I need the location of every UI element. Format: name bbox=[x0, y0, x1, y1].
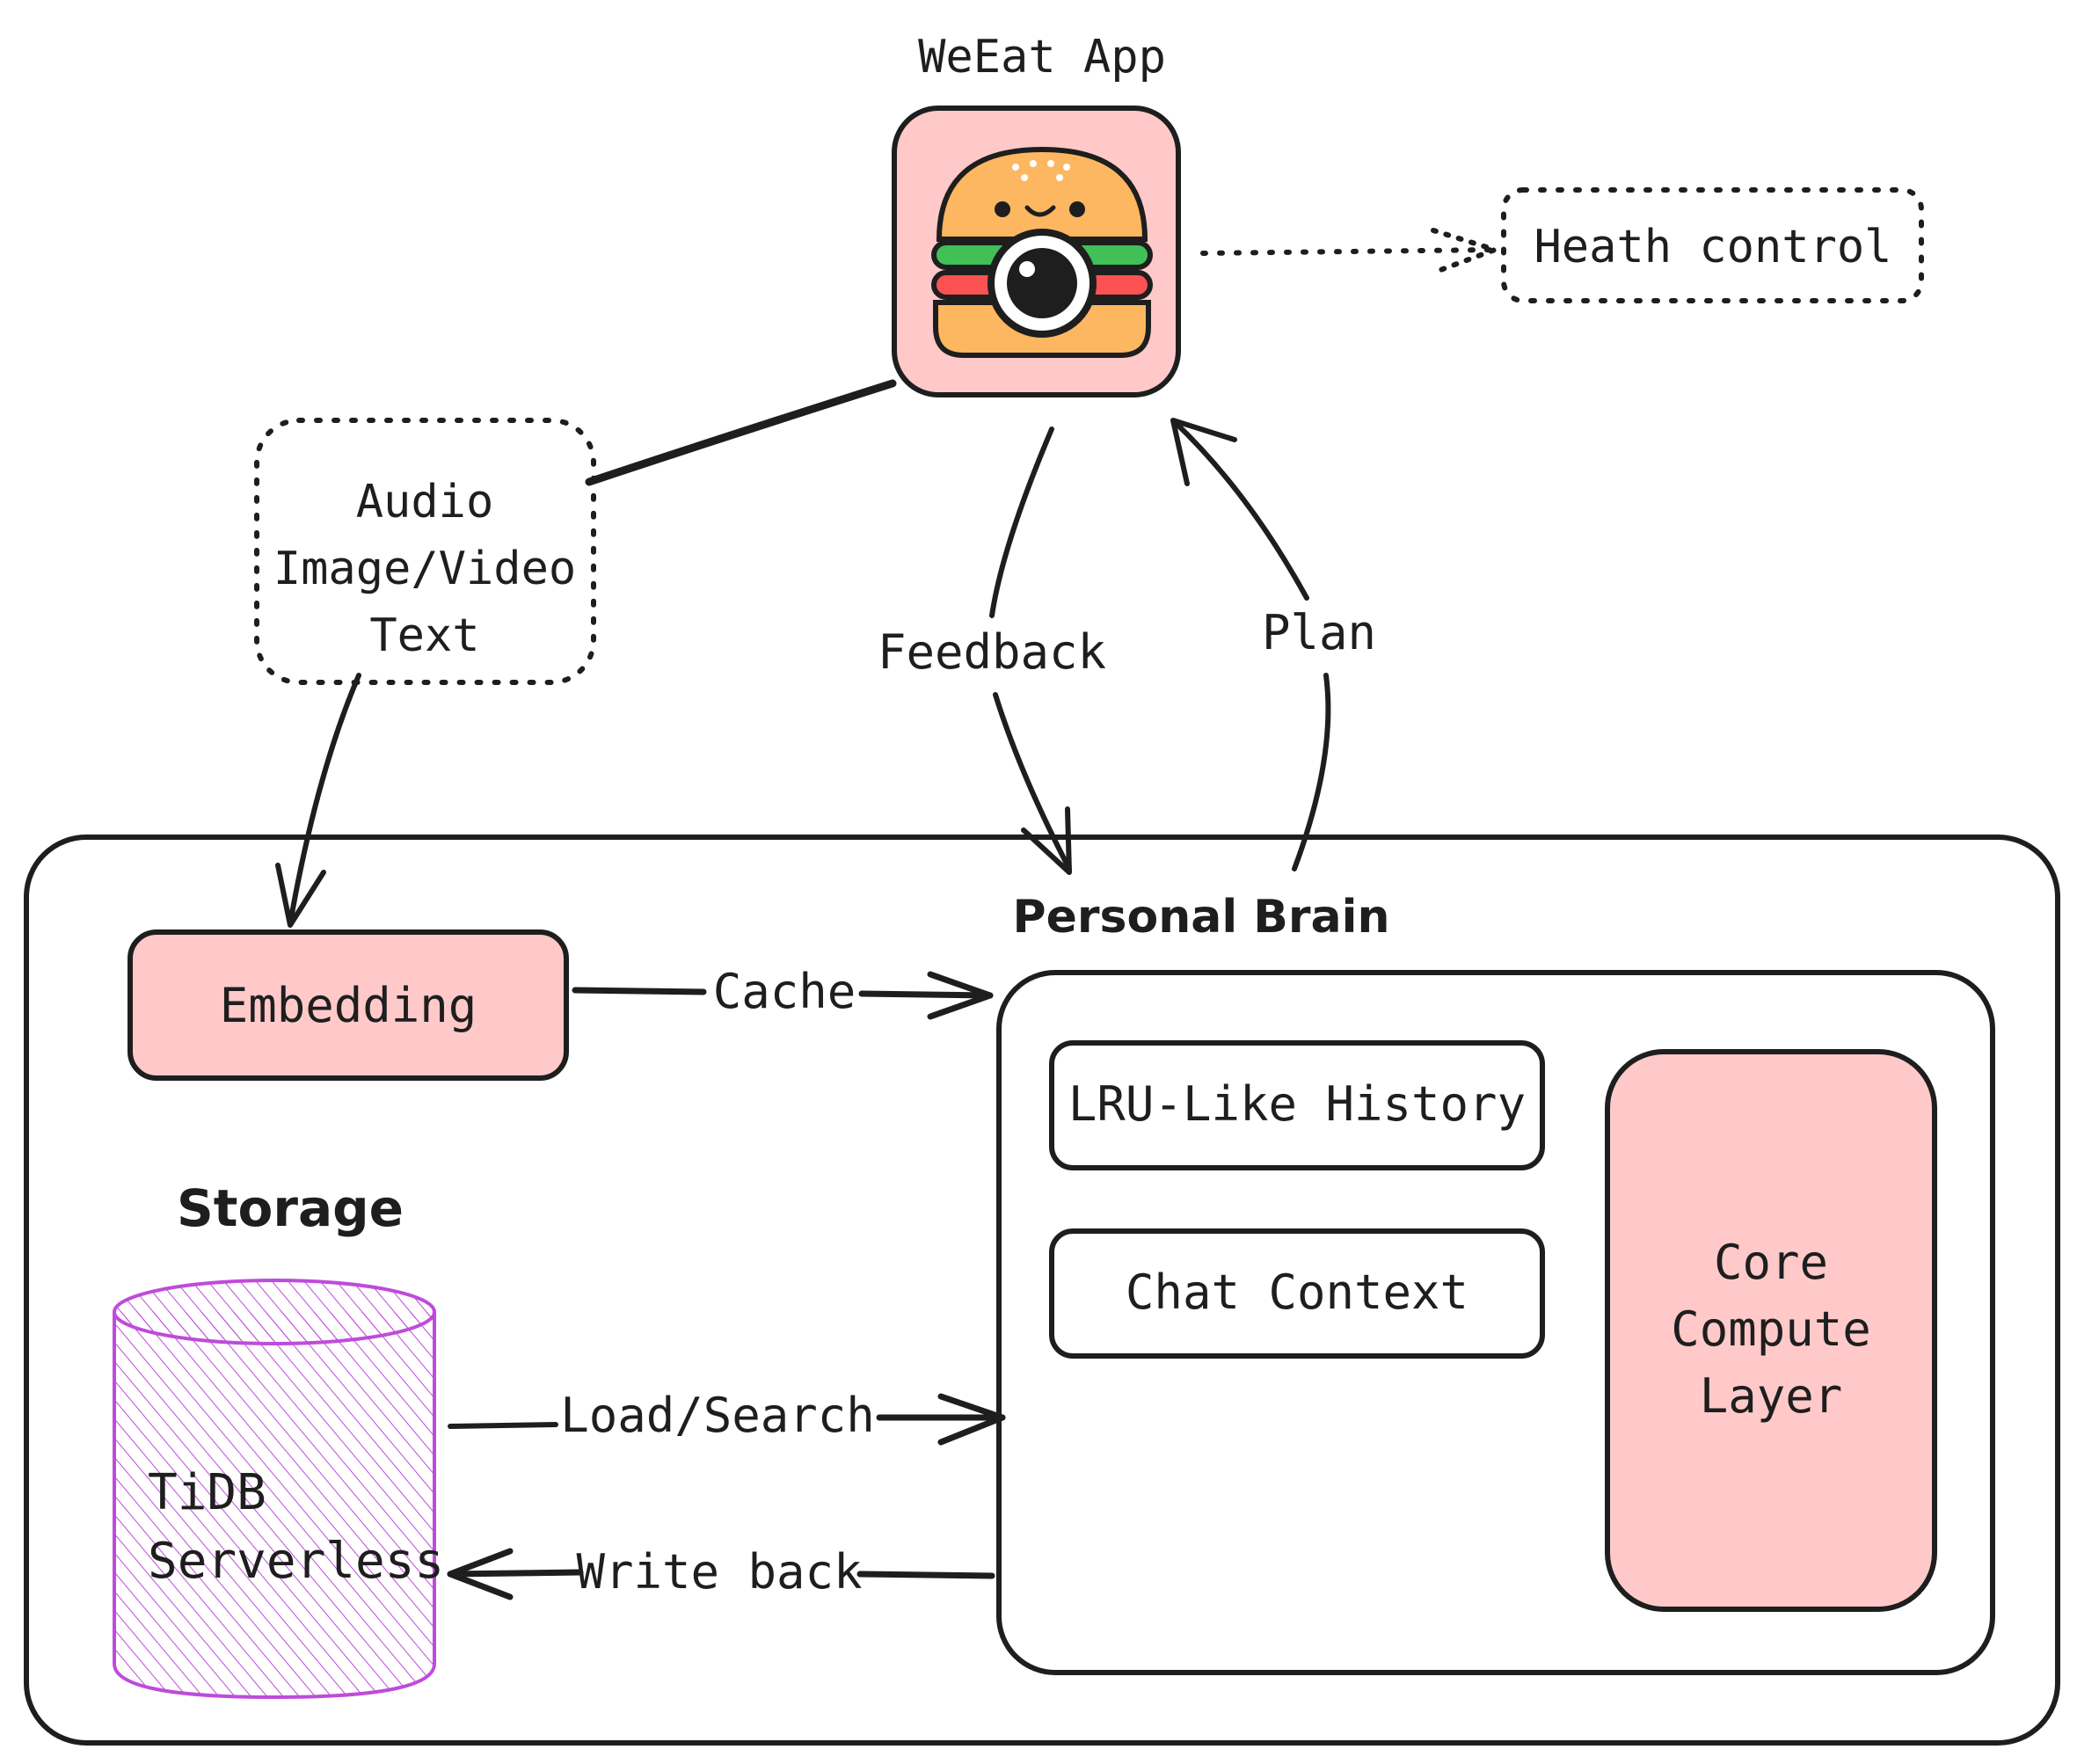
cache-arrow bbox=[572, 971, 994, 1020]
app-to-inputs-line bbox=[585, 379, 897, 486]
write-back-label: Write back bbox=[576, 1544, 862, 1600]
plan-arrow bbox=[1170, 418, 1331, 871]
embedding-label: Embedding bbox=[220, 978, 477, 1033]
feedback-arrow bbox=[989, 426, 1072, 875]
core-compute-layer-box[interactable]: Core Compute Layer bbox=[1605, 1049, 1937, 1612]
storage-title: Storage bbox=[177, 1178, 404, 1238]
core-compute-line-1: Core bbox=[1714, 1235, 1828, 1290]
feedback-label: Feedback bbox=[878, 624, 1106, 680]
system-container bbox=[24, 835, 2060, 1746]
tidb-database-icon[interactable]: TiDB Serverless bbox=[113, 1279, 444, 1700]
load-search-label: Load/Search bbox=[560, 1388, 875, 1443]
lru-history-label: LRU-Like History bbox=[1068, 1076, 1526, 1132]
input-image-video-label: Image/Video bbox=[273, 543, 576, 595]
plan-label: Plan bbox=[1262, 605, 1376, 660]
chat-context-label: Chat Context bbox=[1126, 1265, 1468, 1320]
tidb-label-line-2: Serverless bbox=[148, 1533, 444, 1590]
burger-camera-icon[interactable] bbox=[892, 106, 1181, 397]
cache-label: Cache bbox=[713, 964, 856, 1019]
app-title: WeEat App bbox=[918, 31, 1166, 84]
lru-history-box[interactable]: LRU-Like History bbox=[1049, 1040, 1545, 1170]
input-modalities-box: Audio Image/Video Text bbox=[254, 418, 596, 685]
core-compute-line-2: Compute bbox=[1671, 1301, 1871, 1357]
embedding-box[interactable]: Embedding bbox=[128, 929, 569, 1081]
core-compute-line-3: Layer bbox=[1700, 1368, 1843, 1424]
personal-brain-container bbox=[996, 970, 1995, 1675]
write-back-arrow bbox=[447, 1548, 995, 1600]
health-control-label: Heath control bbox=[1534, 221, 1892, 273]
personal-brain-title: Personal Brain bbox=[1013, 891, 1390, 944]
health-control-box[interactable]: Heath control bbox=[1501, 187, 1924, 303]
tidb-label-line-1: TiDB bbox=[148, 1464, 266, 1521]
chat-context-box[interactable]: Chat Context bbox=[1049, 1228, 1545, 1359]
load-search-arrow bbox=[448, 1393, 1006, 1446]
inputs-to-embedding-arrow bbox=[275, 673, 361, 928]
input-audio-label: Audio bbox=[356, 476, 494, 528]
health-control-connector bbox=[1200, 228, 1498, 275]
input-text-label: Text bbox=[369, 609, 479, 662]
